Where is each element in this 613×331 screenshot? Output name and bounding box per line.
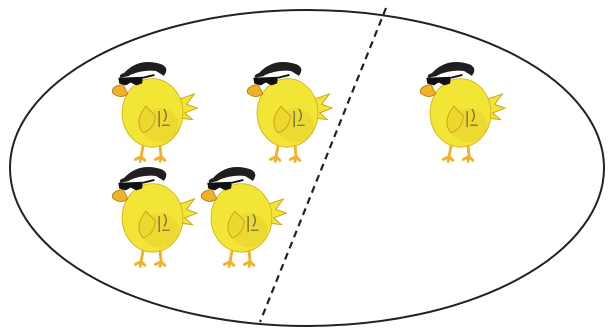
chick-icon: [199, 165, 288, 268]
chick-icon: [110, 60, 199, 163]
right-group: [418, 60, 507, 163]
chick-icon: [110, 165, 199, 268]
chick-icon: [245, 60, 334, 163]
chick-icon: [418, 60, 507, 163]
dashed-divider-line: [258, 7, 388, 323]
outer-oval: [9, 9, 605, 327]
left-group: [110, 60, 334, 268]
